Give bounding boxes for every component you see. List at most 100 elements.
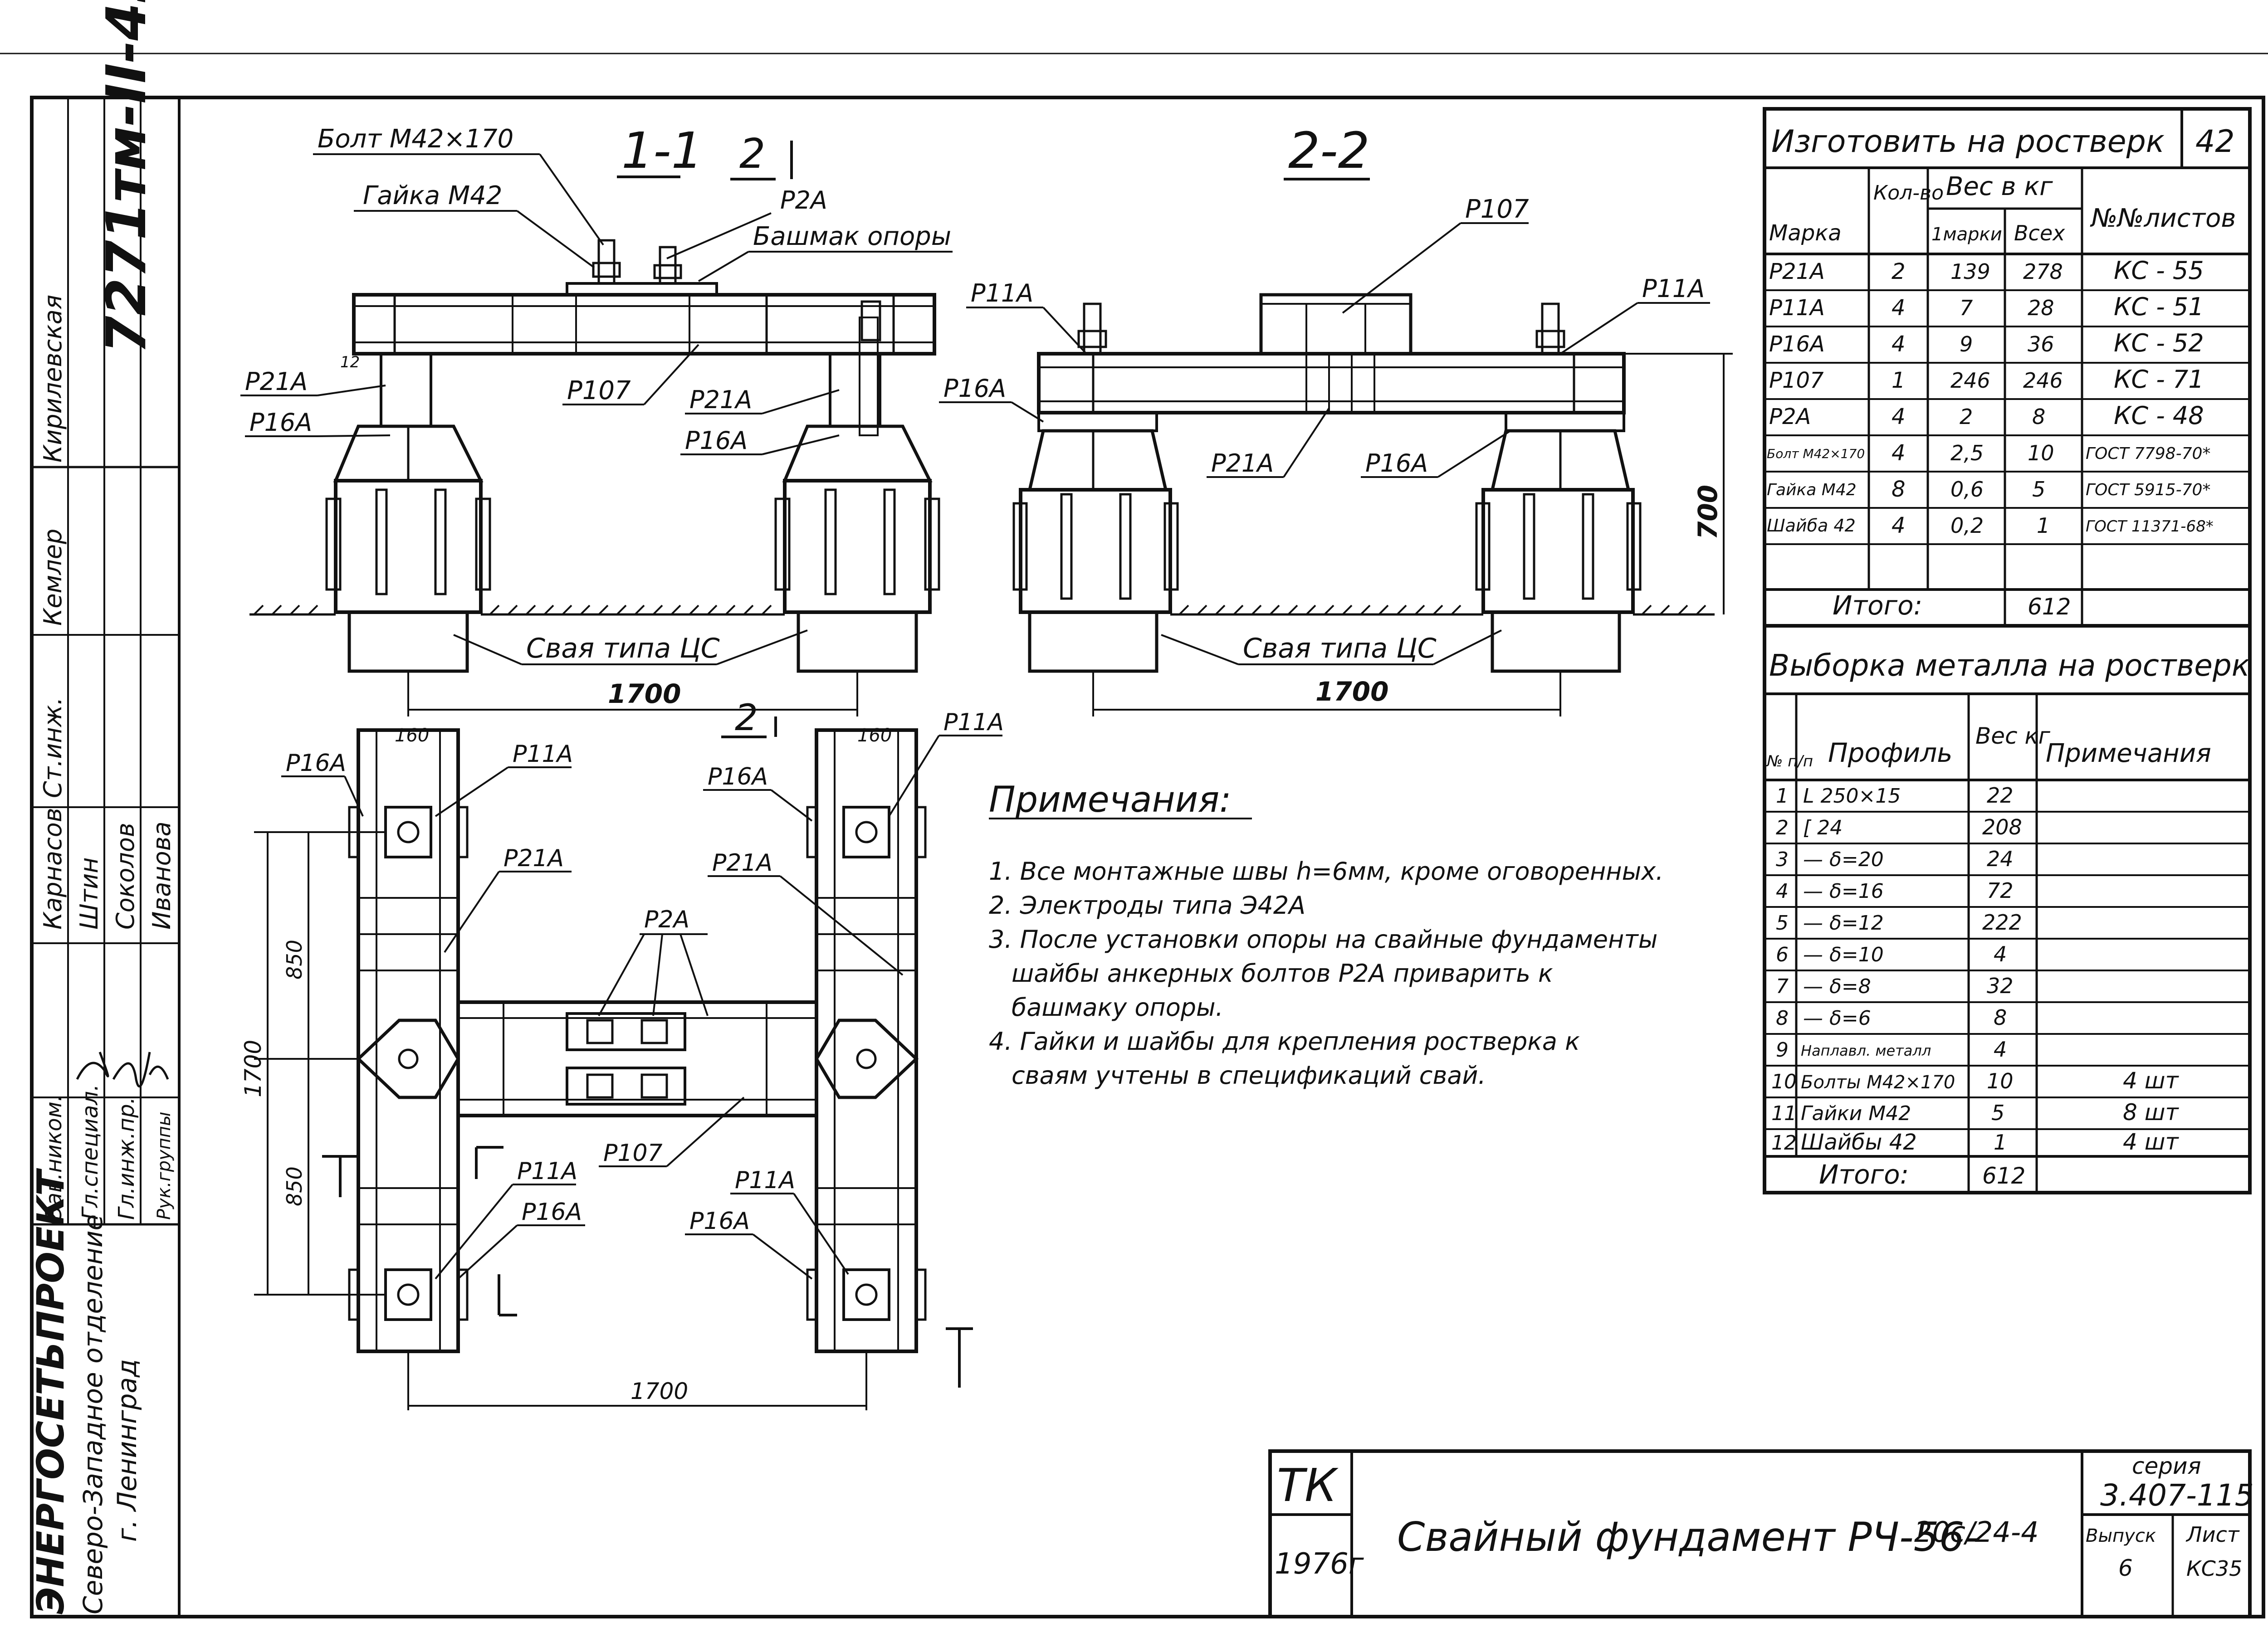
spec-head-one: 1марки <box>1931 224 2002 245</box>
title-series-label: серия <box>2132 1453 2201 1479</box>
metal-row-weight: 72 <box>1987 878 2014 903</box>
spec-head-all: Всех <box>2014 221 2065 245</box>
spec-row-qty: 4 <box>1892 440 1906 466</box>
metal-row-weight: 10 <box>1987 1069 2014 1093</box>
label-p107-2-2: Р107 <box>1465 195 1529 224</box>
title-fraction: 20с/24-4 <box>1914 1516 2039 1549</box>
title-sheet: КС35 <box>2186 1556 2242 1581</box>
spec-row-qty: 4 <box>1892 331 1906 357</box>
metal-row-no: 6 <box>1776 943 1789 966</box>
metal-rows: 1 L 250×15 22 2 [ 24 208 3 — δ=20 24 4 —… <box>1765 783 2250 1158</box>
metal-row-weight: 24 <box>1987 847 2014 871</box>
plan-label-p16a-bl: Р16А <box>522 1199 582 1226</box>
note-line-7: сваям учтены в спецификаций свай. <box>1012 1061 1486 1090</box>
metal-row-profile: — δ=20 <box>1803 848 1884 871</box>
spec-row-sheet: ГОСТ 11371-68* <box>2086 517 2214 536</box>
pile-cap-right-2-2 <box>1475 411 1642 673</box>
bolt-icon <box>1541 302 1560 355</box>
spec-row-all: 5 <box>2032 477 2045 502</box>
section-1-1: 1-1 2 <box>240 122 953 716</box>
dim-700: 700 <box>1692 485 1723 540</box>
section-2-2: 2-2 <box>939 122 1733 716</box>
stamp-org: ЭНЕРГОСЕТЬПРОЕКТ <box>29 1168 73 1614</box>
spec-row-sheet: КС - 52 <box>2114 329 2204 357</box>
note-line-5: башмаку опоры. <box>1012 993 1223 1022</box>
beam-p107-end <box>1037 352 1626 414</box>
plan-dim-160-right: 160 <box>857 725 892 746</box>
title-issue: 6 <box>2118 1555 2133 1581</box>
metal-row-profile: [ 24 <box>1803 816 1843 839</box>
spec-row-qty: 2 <box>1892 259 1906 284</box>
note-line-1: 1. Все монтажные швы h=6мм, кроме оговор… <box>989 857 1663 886</box>
spec-row-sheet: ГОСТ 5915-70* <box>2086 481 2210 499</box>
stamp-name-2: Штин <box>75 857 103 930</box>
metal-head-profile: Профиль <box>1828 737 1952 768</box>
label-p16a-right: Р16А <box>685 426 748 455</box>
metal-row-no: 2 <box>1776 816 1789 839</box>
metal-row-weight: 4 <box>1994 942 2007 966</box>
plan-label-p21a-left: Р21А <box>503 845 564 872</box>
label-p16a-2-2-right: Р16А <box>1365 449 1428 478</box>
plan-label-p11a-tr: Р11А <box>943 709 1004 736</box>
metal-row-weight: 4 <box>1994 1037 2007 1062</box>
spec-row-all: 278 <box>2023 259 2063 284</box>
label-p21a-left: Р21А <box>245 367 308 396</box>
spec-row-mark: Р21А <box>1769 259 1825 284</box>
label-12: 12 <box>340 353 360 371</box>
spec-row-mark: Р2А <box>1769 404 1811 429</box>
spec-row-all: 36 <box>2028 332 2054 356</box>
spec-row-mark: Р16А <box>1769 331 1825 357</box>
title-main: Свайный фундамент РЧ-56- <box>1397 1514 1979 1560</box>
spec-row-all: 28 <box>2028 296 2054 320</box>
title-sheet-label: Лист <box>2185 1522 2240 1547</box>
stamp-dept: Северо-Западное отделение <box>78 1214 108 1614</box>
metal-row-weight: 1 <box>1994 1130 2007 1155</box>
spec-row-mark: Р107 <box>1769 368 1824 393</box>
spec-head-sheets: №№листов <box>2090 204 2236 233</box>
metal-total: 612 <box>1982 1163 2025 1189</box>
section-1-1-marker: 2 <box>739 130 765 178</box>
spec-row-qty: 4 <box>1892 295 1906 321</box>
plan-label-p16a-br: Р16А <box>689 1208 750 1235</box>
label-pile-2-2: Свая типа ЦС <box>1243 633 1437 664</box>
spec-row-sheet: КС - 55 <box>2114 256 2204 285</box>
metal-row-weight: 208 <box>1982 815 2022 839</box>
title-series: 3.407-115 <box>2100 1478 2254 1513</box>
title-year: 1976г <box>1275 1547 1364 1581</box>
label-p21a-2-2: Р21А <box>1211 449 1274 478</box>
metal-row-profile: Шайбы 42 <box>1801 1130 1917 1155</box>
spec-row-all: 8 <box>2032 404 2045 429</box>
metal-row-weight: 5 <box>1991 1101 2004 1125</box>
stamp-role2-1: Ст.инж. <box>39 697 67 798</box>
title-block: ТК 1976г Свайный фундамент РЧ-56- 20с/24… <box>1268 1449 2254 1618</box>
metal-row-weight: 8 <box>1994 1005 2007 1030</box>
metal-row-no: 8 <box>1776 1007 1789 1030</box>
plan-dim-850-bottom: 850 <box>282 1166 307 1206</box>
stamp-role2-2: Кемлер <box>39 529 67 626</box>
spec-head-mark: Марка <box>1769 220 1842 246</box>
stamp-role-4: Рук.группы <box>154 1111 175 1220</box>
metal-row-profile: — δ=10 <box>1803 943 1884 966</box>
plan-dim-850-top: 850 <box>282 940 307 980</box>
plan-dim-1700-horizontal: 1700 <box>631 1378 688 1404</box>
label-p11a-right: Р11А <box>1642 274 1705 303</box>
plan-beam-p107 <box>456 1000 818 1117</box>
plan-view: 2 Р16А Р11А 160 160 Р16А Р11А Р21А Р21А … <box>240 697 1004 1410</box>
spec-total-label: Итого: <box>1833 590 1922 621</box>
beam-p107-side <box>352 293 936 356</box>
spec-row-qty: 8 <box>1892 477 1906 502</box>
metal-row-profile: Гайки М42 <box>1801 1102 1911 1125</box>
metal-row-no: 11 <box>1771 1102 1797 1125</box>
plan-label-p107: Р107 <box>603 1140 663 1167</box>
spec-row-all: 10 <box>2028 441 2054 465</box>
plan-label-p16a-tr: Р16А <box>708 763 768 790</box>
spec-row-sheet: КС - 71 <box>2114 365 2204 394</box>
metal-row-no: 4 <box>1776 880 1789 903</box>
metal-row-profile: Наплавл. металл <box>1801 1042 1931 1059</box>
plan-label-p2a: Р2А <box>644 906 689 933</box>
metal-row-no: 5 <box>1776 911 1789 935</box>
stamp-name-4: Иванова <box>147 821 176 930</box>
plan-section-marker: 2 <box>735 697 758 739</box>
metal-row-profile: — δ=12 <box>1803 911 1884 935</box>
